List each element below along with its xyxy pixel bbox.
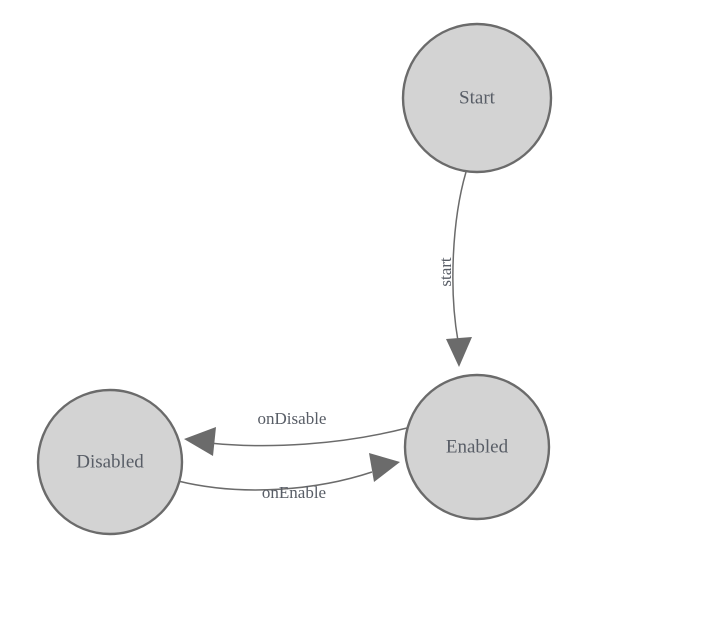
edge-start-to-enabled[interactable]: start [436,171,472,367]
edge-label-onenable: onEnable [262,483,326,502]
node-enabled-circle [403,373,551,521]
edge-disabled-to-enabled-path [177,471,373,491]
node-disabled-circle [36,388,184,536]
edge-disabled-to-enabled-arrowhead-icon [369,453,400,482]
edge-start-to-enabled-path [452,171,467,342]
node-start[interactable]: Start [401,22,553,174]
node-disabled[interactable]: Disabled [36,388,184,536]
node-start-label: Start [459,87,496,108]
edge-label-ondisable: onDisable [258,409,327,428]
edge-start-to-enabled-arrowhead-icon [446,337,472,367]
node-disabled-label: Disabled [76,451,144,472]
edge-enabled-to-disabled[interactable]: onDisable [184,409,408,456]
node-start-circle [401,22,553,174]
node-enabled-label: Enabled [446,436,509,457]
edge-enabled-to-disabled-arrowhead-icon [184,427,216,456]
node-enabled[interactable]: Enabled [403,373,551,521]
edge-disabled-to-enabled[interactable]: onEnable [177,453,400,502]
edge-label-start: start [436,257,455,287]
edge-enabled-to-disabled-path [208,427,408,447]
